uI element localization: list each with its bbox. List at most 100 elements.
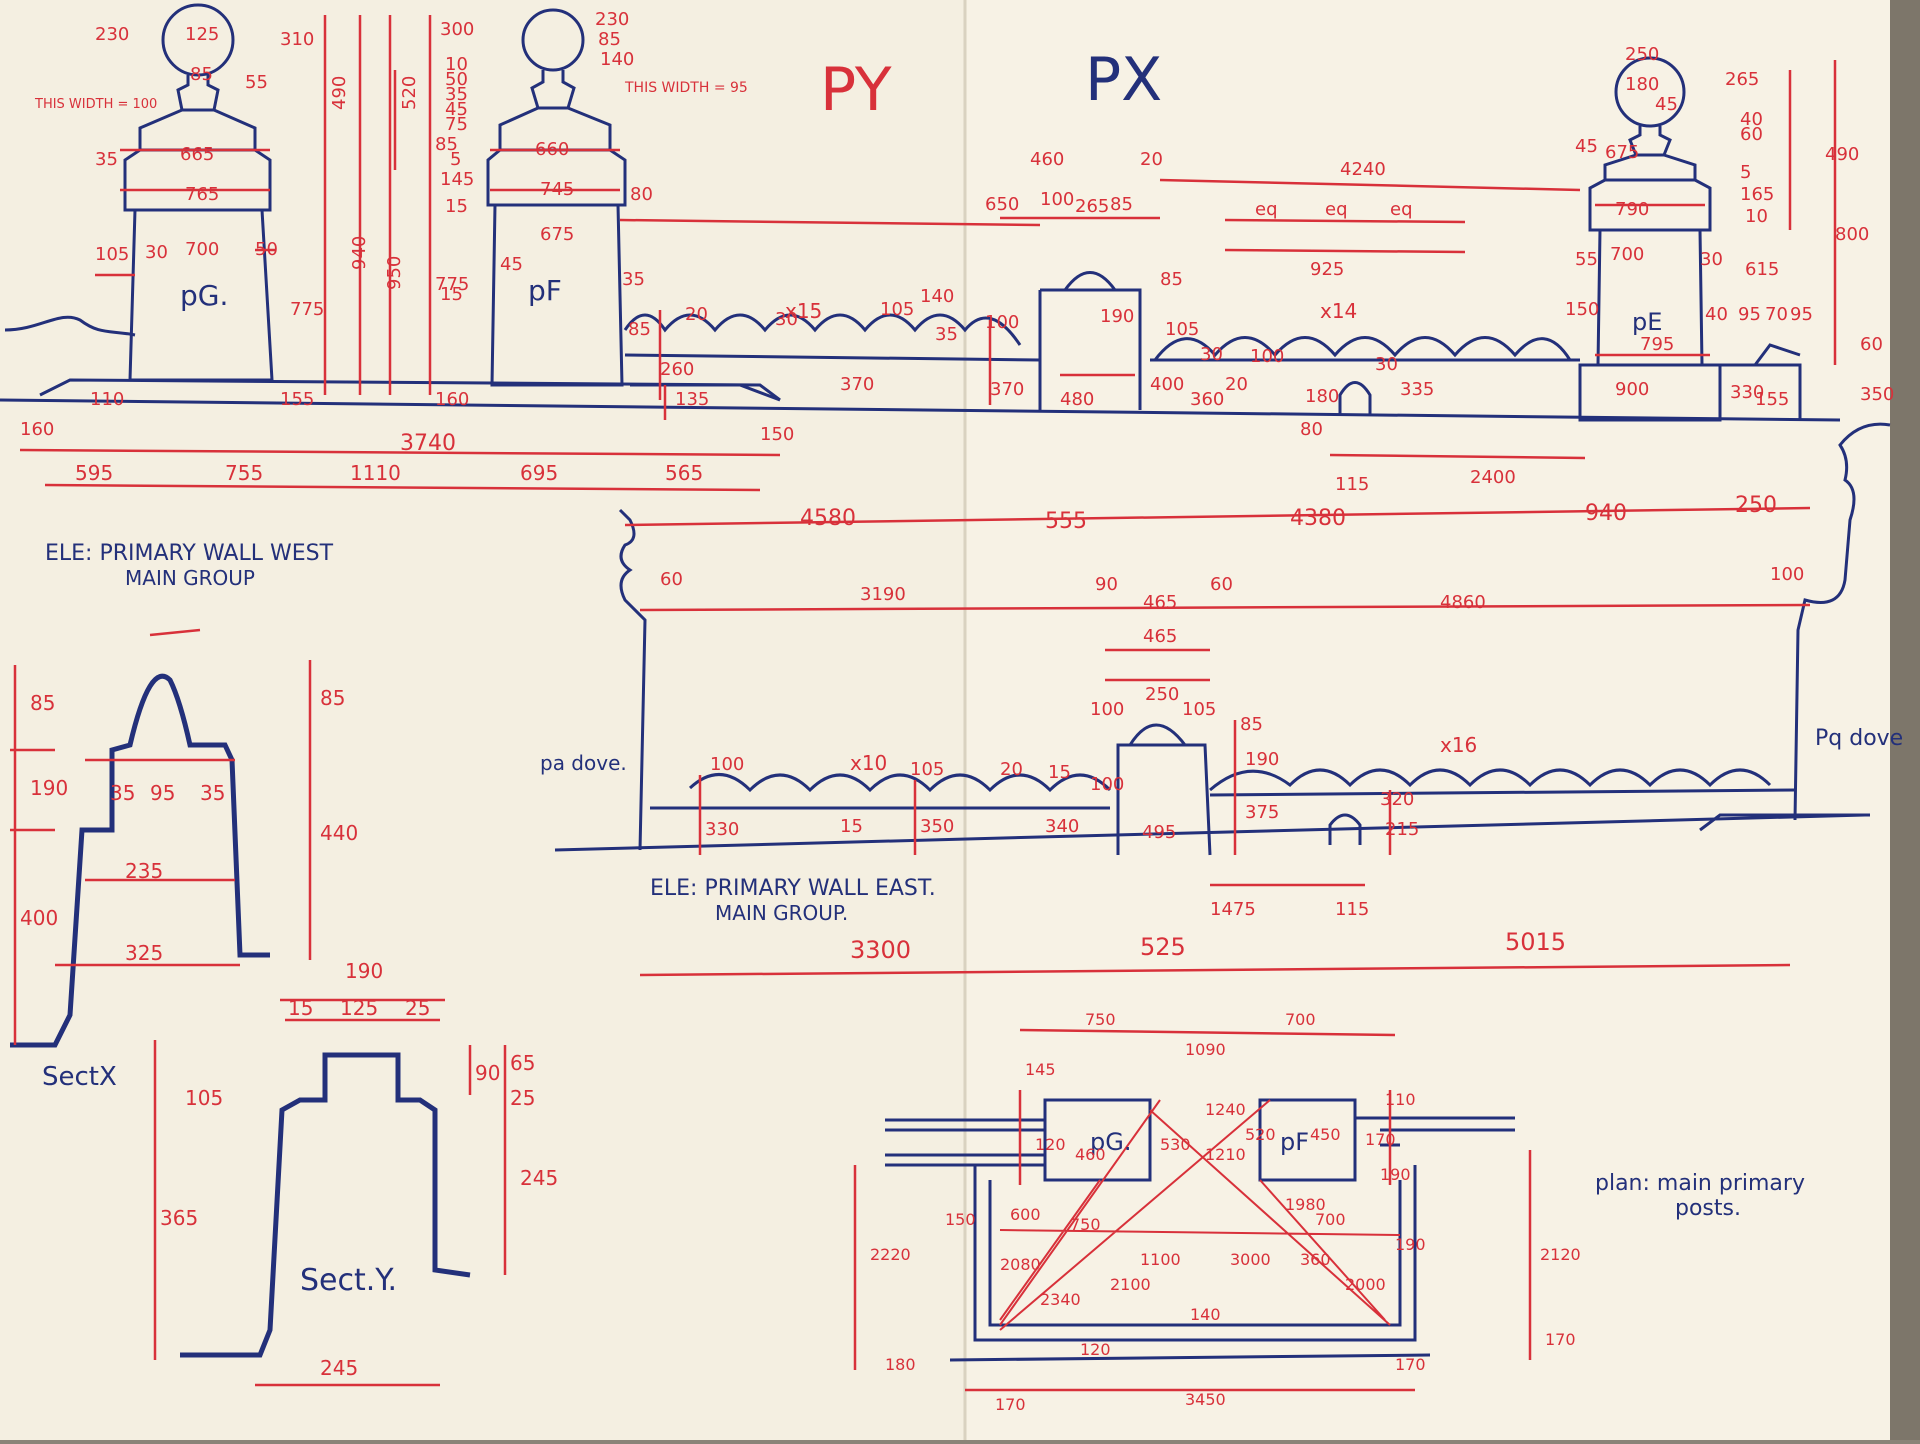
dim-west-label: 490 — [329, 76, 350, 110]
dim-east-upper-label: 925 — [1310, 259, 1344, 280]
plan-subtitle: posts. — [1675, 1196, 1741, 1221]
label-pa-dove: pa dove. — [540, 751, 627, 775]
dim-plan-label: 700 — [1315, 1210, 1346, 1229]
dim-east-upper-segment: 555 — [1045, 509, 1087, 534]
dim-west-label: 85 — [190, 64, 213, 85]
dim-plan-label: 3000 — [1230, 1250, 1271, 1269]
dim-west-label: 5 — [450, 149, 461, 170]
dim-west-label: 745 — [540, 179, 574, 200]
dim-east-label: 60 — [1210, 574, 1233, 595]
dim-west-label: 950 — [384, 256, 405, 290]
dim-west-label: 15 — [445, 196, 468, 217]
pier-label-pF: pF — [528, 274, 562, 307]
dim-east-label: 465 — [1143, 592, 1177, 613]
scalloped-coping-centre — [1153, 336, 1572, 361]
dim-plan-label: 140 — [1190, 1305, 1221, 1324]
dim-east-upper-label: 40 — [1740, 109, 1763, 130]
dim-east-label: 250 — [1145, 684, 1179, 705]
dim-west-label: 230 — [595, 9, 629, 30]
dim-west-segment: 595 — [75, 461, 113, 485]
dim-east-upper-label: 5 — [1740, 162, 1751, 183]
dim-plan-label: 170 — [1365, 1130, 1396, 1149]
scalloped-coping-east-right — [1209, 768, 1772, 792]
dim-east-label: 60 — [660, 569, 683, 590]
dim-east-upper-label: 95 — [1790, 304, 1813, 325]
dim-west-label: 35 — [95, 149, 118, 170]
gate-pedestal-east — [1116, 723, 1212, 856]
dim-east-upper-label: 480 — [1060, 389, 1094, 410]
dim-line-4240 — [1159, 178, 1581, 192]
dim-plan-label: 520 — [1245, 1125, 1276, 1144]
dim-line-eq — [1224, 218, 1466, 254]
dim-east-upper-label: 115 — [1335, 474, 1369, 495]
dim-west-label: 85 — [628, 319, 651, 340]
dim-line-plan-verticals — [853, 1090, 1532, 1370]
dim-plan-label: 750 — [1070, 1215, 1101, 1234]
dim-west-label: 140 — [920, 286, 954, 307]
dim-east-label: 215 — [1385, 819, 1419, 840]
dim-east-segment: 525 — [1140, 933, 1186, 961]
pE-neck — [1628, 126, 1672, 157]
dim-east-upper-label: 30 — [1700, 249, 1723, 270]
dim-west-label: 370 — [990, 379, 1024, 400]
dim-west-label: 520 — [399, 76, 420, 110]
dim-east-upper-label: 460 — [1030, 149, 1064, 170]
wall-top-east-right — [1209, 788, 1796, 797]
dim-west-label: 675 — [540, 224, 574, 245]
dim-plan-label: 145 — [1025, 1060, 1056, 1079]
dim-east-label: 1475 — [1210, 899, 1256, 920]
pF-ball-finial — [521, 8, 585, 72]
dim-west-label: 45 — [445, 99, 468, 120]
dim-plan-label: 3450 — [1185, 1390, 1226, 1409]
dim-west-label: 135 — [675, 389, 709, 410]
board-edge — [1890, 0, 1920, 1440]
dim-east-upper-segment: 4580 — [800, 506, 856, 531]
dim-section-y-label: 245 — [320, 1356, 358, 1380]
dim-east-upper-label: 20 — [1140, 149, 1163, 170]
west-landscape — [4, 315, 136, 337]
dim-west-label: 310 — [280, 29, 314, 50]
dim-east-upper-label: 20 — [1225, 374, 1248, 395]
dim-east-segment: 3300 — [850, 936, 911, 964]
dim-section-x-label: 95 — [150, 781, 175, 805]
pier-label-pG: pG. — [180, 279, 228, 312]
dim-west-label: 110 — [90, 389, 124, 410]
pier-label-pE: pE — [1632, 308, 1662, 336]
dim-west-label: 370 — [840, 374, 874, 395]
plan-title: plan: main primary — [1595, 1171, 1805, 1196]
dim-plan-label: 750 — [1085, 1010, 1116, 1029]
dim-east-upper-label: 10 — [1745, 206, 1768, 227]
dim-plan-label: 360 — [1300, 1250, 1331, 1269]
dim-west-label: 100 — [985, 312, 1019, 333]
dim-160-left: 160 — [20, 419, 54, 440]
pE-ball-finial — [1614, 56, 1686, 128]
dim-west-label: 665 — [180, 144, 214, 165]
low-wall-end — [630, 383, 781, 402]
dim-line-plan-top — [1019, 1028, 1396, 1037]
dim-west-label: 765 — [185, 184, 219, 205]
dim-line-pG-cap — [95, 148, 275, 277]
dim-line-3190 — [639, 603, 1811, 612]
dim-east-upper-label: 700 — [1610, 244, 1644, 265]
dim-west-label: 125 — [185, 24, 219, 45]
dim-east-upper-label: 360 — [1190, 389, 1224, 410]
dim-plan-label: 1090 — [1185, 1040, 1226, 1059]
dim-west-label: 775 — [290, 299, 324, 320]
repeat-x10: x10 — [850, 751, 887, 775]
scalloped-coping-east-left — [688, 773, 1112, 793]
dim-west-label: 85 — [598, 29, 621, 50]
dim-section-x-label: 235 — [125, 859, 163, 883]
dim-west-label: 145 — [440, 169, 474, 190]
section-y-profile — [180, 1052, 471, 1358]
dim-plan-label: 2120 — [1540, 1245, 1581, 1264]
dim-east-upper-segment: 250 — [1735, 493, 1777, 518]
dim-east-upper-label: 100 — [1040, 189, 1074, 210]
dim-plan-label: 190 — [1380, 1165, 1411, 1184]
dim-east-upper-label: 85 — [1160, 269, 1183, 290]
repeat-x15: x15 — [785, 299, 822, 323]
dim-plan-label: 170 — [1395, 1355, 1426, 1374]
dim-plan-label: 700 — [1285, 1010, 1316, 1029]
section-x-profile — [10, 673, 270, 1048]
dim-east-upper-label: 100 — [1250, 346, 1284, 367]
dim-east-upper-label: 615 — [1745, 259, 1779, 280]
